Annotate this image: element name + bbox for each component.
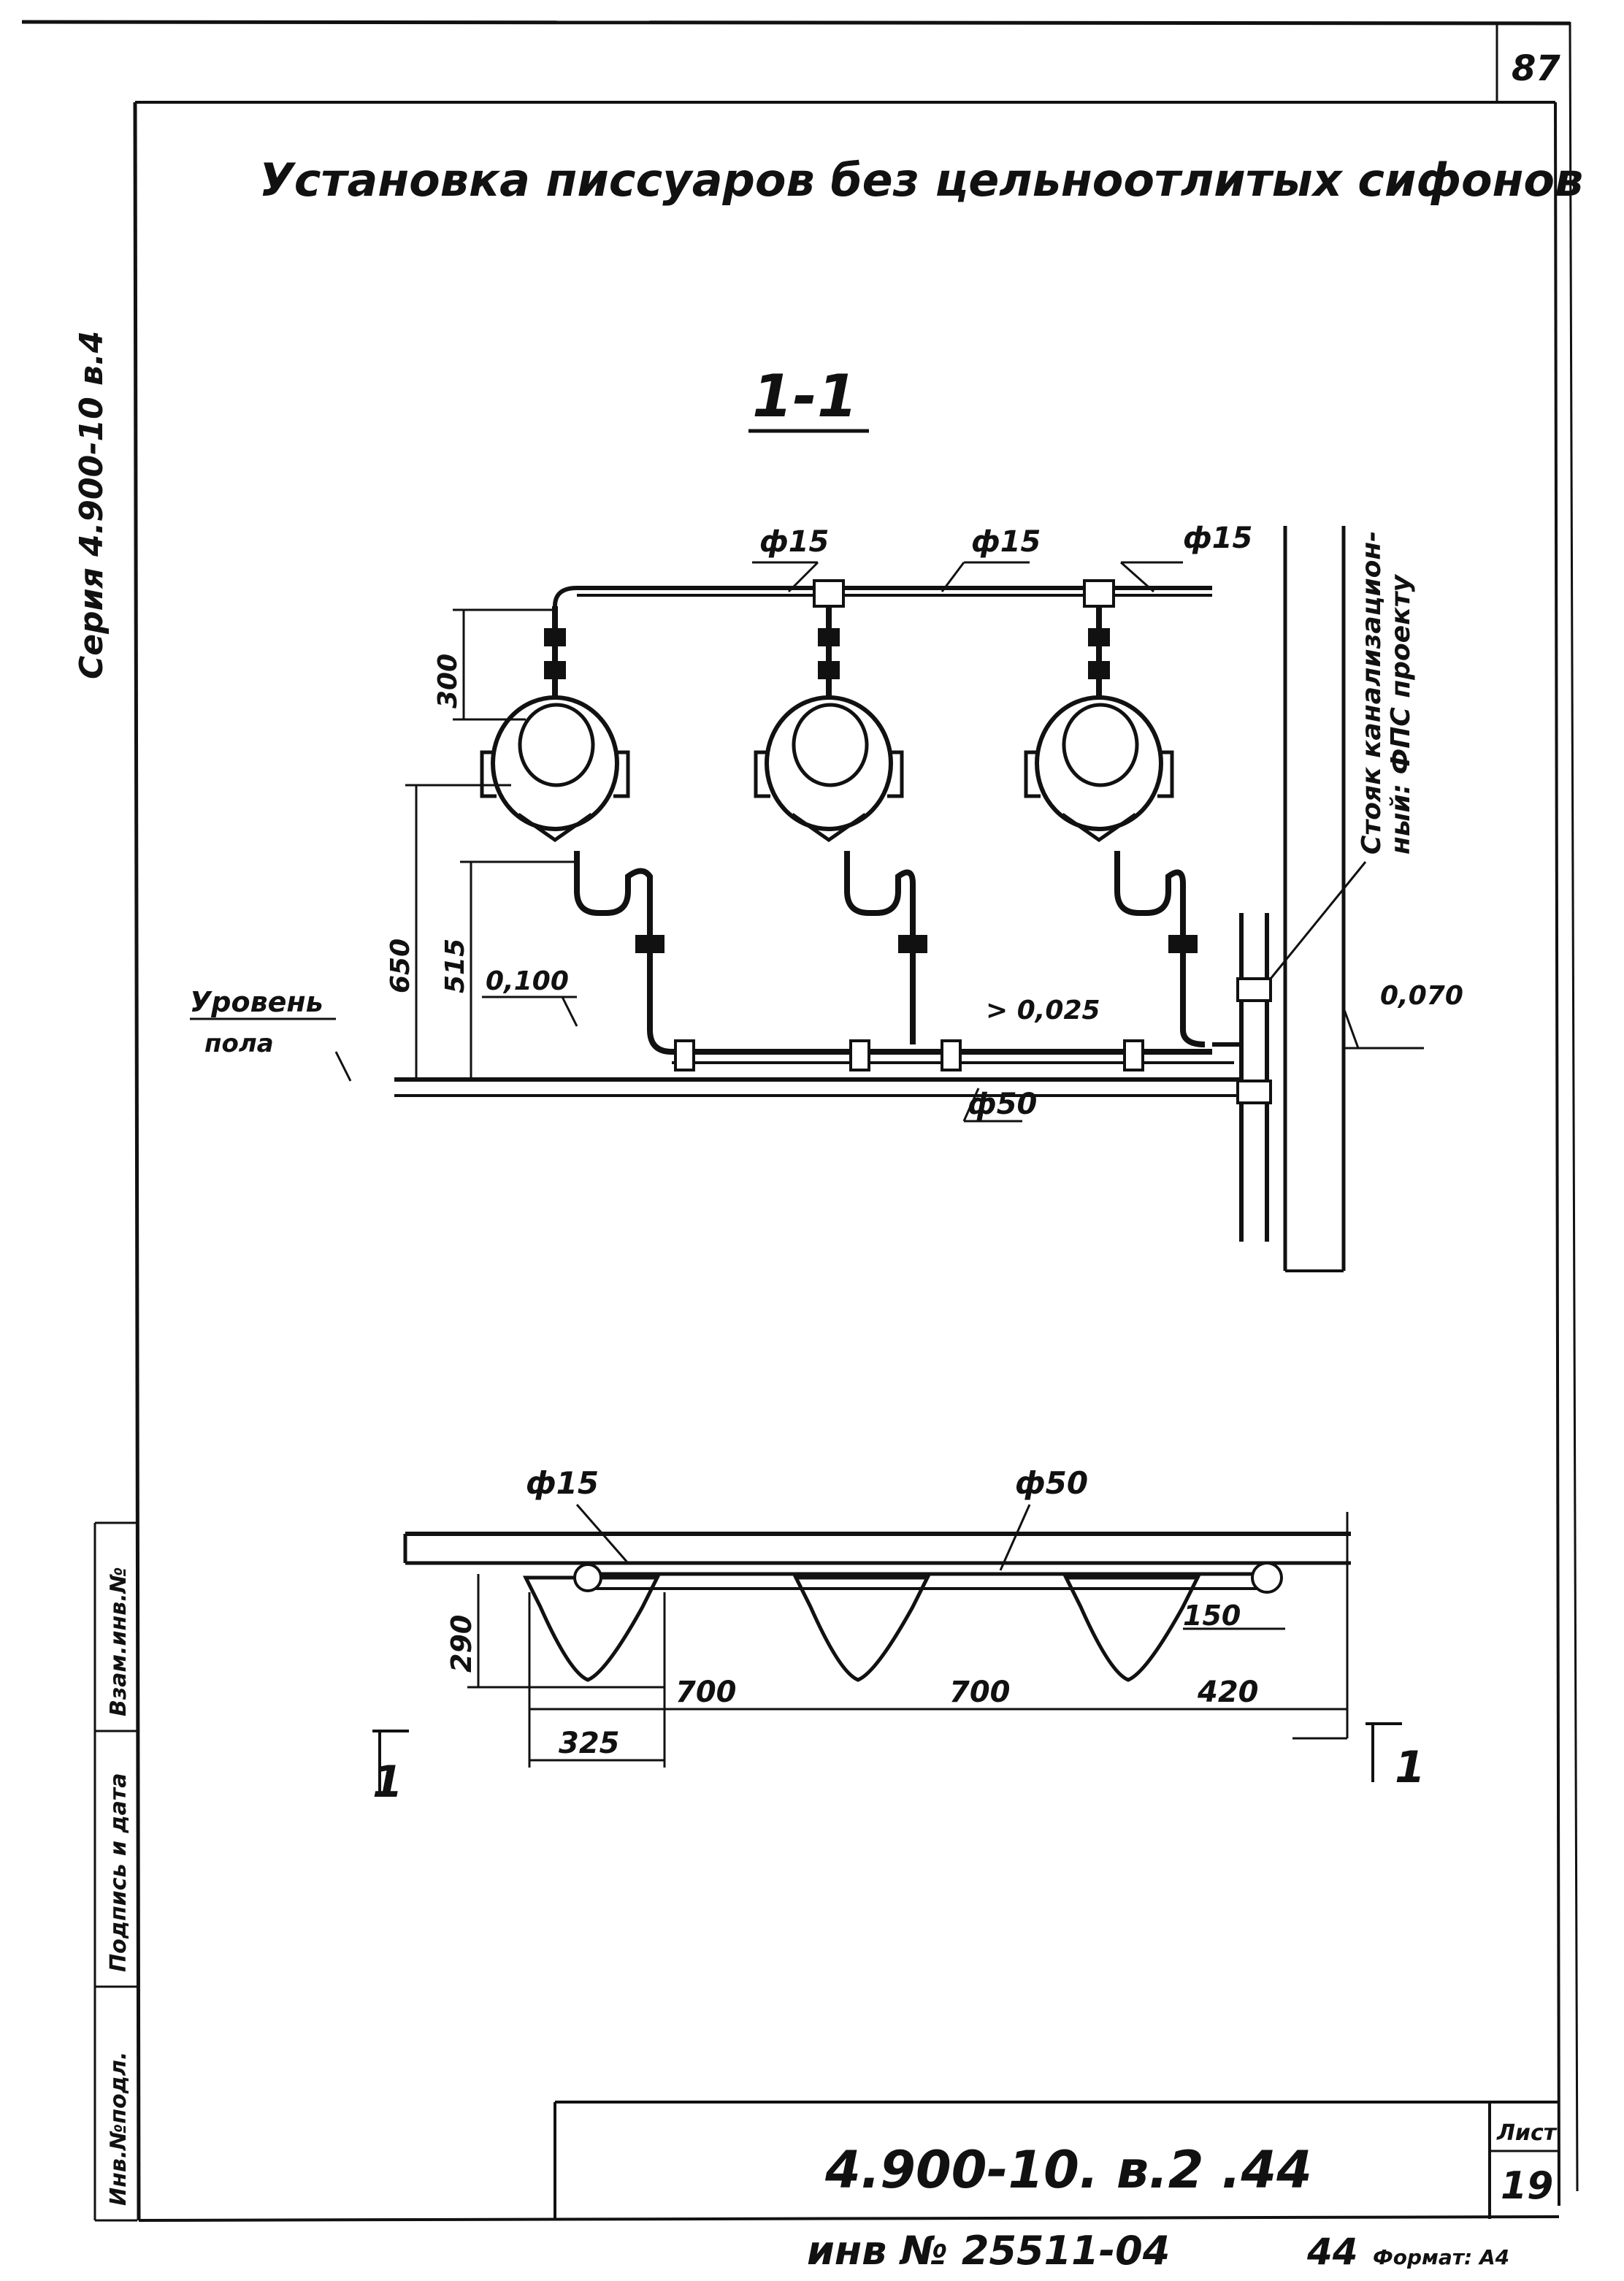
dim-300: 300 [433,654,463,708]
elevation-0070: 0,070 [1380,981,1463,1011]
stamp-inv-orig: Инв.№подл. [106,2052,131,2206]
urinal-1 [480,695,630,843]
plan-dim-420: 420 [1197,1676,1259,1709]
floor-level-label-2: пола [204,1029,274,1058]
page-number: 87 [1512,48,1560,89]
inventory-number: инв № 25511-04 [807,2228,1170,2274]
dim-650: 650 [386,939,415,993]
plan-drain-label: ф50 [1015,1465,1088,1501]
cut-mark-left: 1 [372,1757,403,1808]
supply-label-3: ф15 [1183,521,1252,555]
dim-515: 515 [440,939,470,993]
urinal-3 [1024,695,1174,843]
plan-dim-290: 290 [445,1615,478,1673]
section-label: 1-1 [752,362,858,430]
sheet-number: 19 [1501,2164,1553,2208]
riser-note-line2: ный: ФПС проекту [1386,574,1416,855]
plan-dim-150: 150 [1183,1600,1241,1632]
plan-dim-700a: 700 [675,1676,737,1709]
stamp-signature-date: Подпись и дата [106,1773,131,1972]
format-label: Формат: А4 [1373,2245,1509,2269]
supply-label-1: ф15 [759,525,829,559]
slope-label: > 0,025 [986,996,1100,1025]
plan-supply-label: ф15 [526,1465,599,1501]
elevation-0100: 0,100 [486,966,569,996]
floor-level-label-1: Уровень [190,986,323,1018]
plan-dim-700b: 700 [949,1676,1011,1709]
inventory-suffix: 44 [1306,2231,1358,2273]
riser-note-line1: Стояк канализацион- [1357,531,1387,855]
stamp-replaced-inv: Взам.инв.№ [106,1567,131,1716]
plan-dim-325: 325 [559,1727,620,1760]
urinal-2 [754,695,904,843]
drawing-title: Установка писсуаров без цельноотлитых си… [259,153,1583,207]
plan-view [372,1504,1402,1797]
cut-mark-right: 1 [1395,1742,1425,1793]
document-code: 4.900-10. в.2 .44 [824,2140,1312,2200]
series-label: Серия 4.900-10 в.4 [73,331,110,679]
sheet-frame [21,20,1579,2222]
supply-label-2: ф15 [971,525,1041,559]
side-stamp: Инв.№подл. Подпись и дата Взам.инв.№ [93,1521,137,2222]
section-view [190,526,1424,1272]
drain-label: ф50 [968,1088,1037,1121]
sheet-label: Лист [1496,2120,1558,2146]
title-block [554,2101,1559,2219]
